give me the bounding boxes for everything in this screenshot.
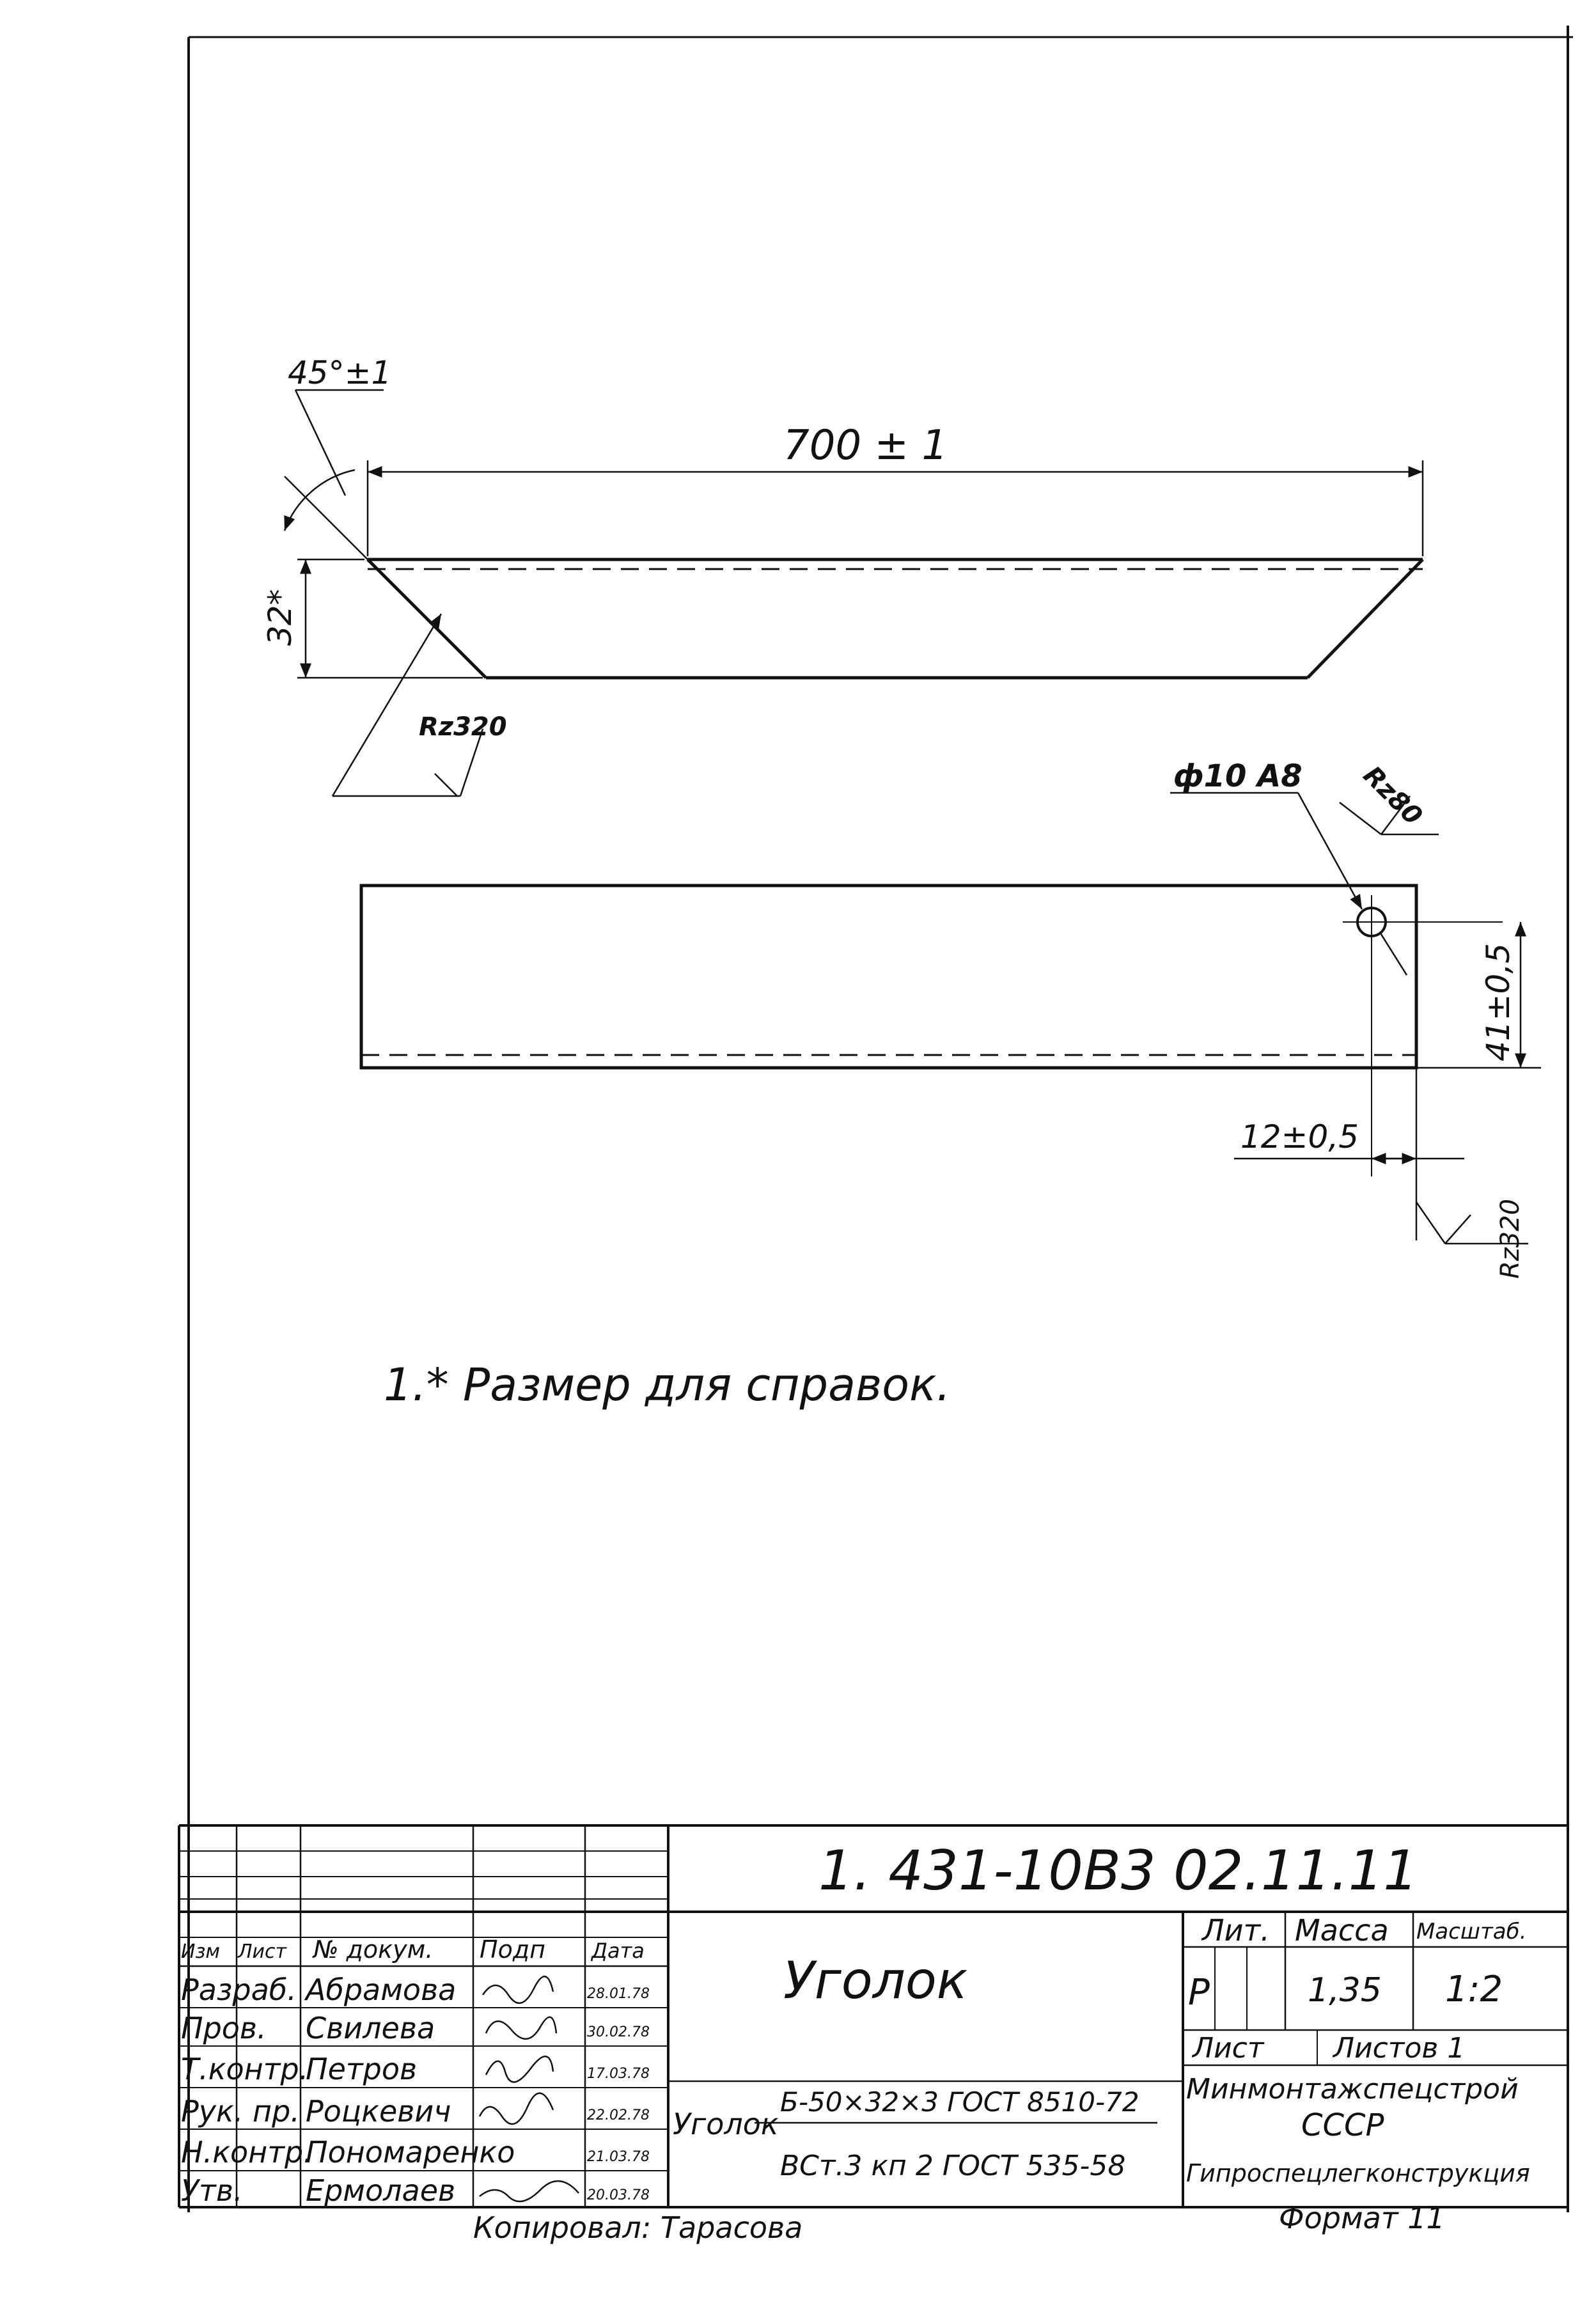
material-label: Уголок: [673, 2107, 779, 2141]
signature: [479, 2180, 579, 2203]
signature: [481, 1976, 554, 2004]
staff-date: 30.02.78: [587, 2024, 650, 2040]
length-dimension: 700 ± 1: [783, 422, 948, 469]
org-line-2: СССР: [1301, 2107, 1384, 2143]
staff-name: Ермолаев: [306, 2173, 455, 2208]
header-list: Лист: [237, 1941, 288, 1963]
mass-value: 1,35: [1308, 1971, 1382, 2010]
signature: [478, 2092, 554, 2125]
staff-name: Петров: [306, 2052, 417, 2086]
staff-role: Н.контр.: [181, 2135, 313, 2169]
angle-dimension: 45°±1: [288, 354, 391, 391]
format-label: Формат 11: [1279, 2201, 1445, 2235]
part-name: Уголок: [783, 1951, 967, 2010]
document-designation: 1. 431-10В3 02.11.11: [818, 1839, 1418, 1903]
roughness-side: Rz320: [419, 712, 507, 742]
staff-role: Т.контр.: [181, 2052, 308, 2086]
roughness-end: Rz320: [1496, 1199, 1525, 1279]
staff-row: Рук. пр. Роцкевич 22.02.78: [181, 2092, 650, 2129]
hole-dimension: ф10 А8: [1173, 758, 1303, 794]
signature: [485, 2055, 554, 2083]
staff-row: Разраб. Абрамова 28.01.78: [181, 1973, 650, 2007]
staff-role: Утв.: [181, 2173, 243, 2208]
copied-by: Копировал: Тарасова: [473, 2210, 802, 2245]
staff-name: Абрамова: [304, 1973, 456, 2007]
staff-date: 17.03.78: [587, 2066, 650, 2082]
hole-vertical-dimension: 41±0,5: [1480, 943, 1517, 1061]
scale-value: 1:2: [1445, 1969, 1503, 2010]
profile-view: [283, 389, 1424, 797]
scale-label: Масштаб.: [1416, 1919, 1526, 1944]
roughness-hole: Rz80: [1357, 761, 1428, 831]
staff-row: Т.контр. Петров 17.03.78: [181, 2052, 650, 2086]
height-dimension: 32*: [262, 589, 299, 646]
staff-date: 22.02.78: [587, 2107, 650, 2123]
header-sign: Подп: [480, 1935, 545, 1964]
frame: [187, 26, 1573, 2212]
title-block-grid: [178, 1824, 1568, 2208]
staff-role: Разраб.: [181, 1973, 297, 2007]
header-doc: № докум.: [312, 1935, 433, 1964]
staff-date: 20.03.78: [587, 2187, 650, 2203]
material-bottom: ВСт.3 кп 2 ГОСТ 535-58: [780, 2150, 1125, 2182]
mass-label: Масса: [1295, 1913, 1389, 1948]
staff-row: Пров. Свилева 30.02.78: [181, 2011, 650, 2045]
staff-row: Утв. Ермолаев 20.03.78: [181, 2173, 650, 2208]
sheets-label: Листов 1: [1332, 2032, 1465, 2065]
lit-value: Р: [1188, 1972, 1210, 2013]
signature: [485, 2016, 558, 2040]
staff-role: Пров.: [181, 2011, 267, 2045]
header-date: Дата: [590, 1939, 645, 1963]
staff-date: 21.03.78: [587, 2149, 650, 2165]
lit-label: Лит.: [1201, 1913, 1270, 1948]
org-line-3: Гипроспецлегконструкция: [1186, 2159, 1530, 2187]
staff-row: Н.контр. Пономаренко 21.03.78: [181, 2135, 650, 2169]
reference-note: 1.* Размер для справок.: [384, 1359, 951, 1411]
staff-name: Пономаренко: [306, 2135, 515, 2169]
material-top: Б-50×32×3 ГОСТ 8510-72: [780, 2086, 1139, 2118]
plate-view: [359, 792, 1541, 1245]
header-izm: Изм: [181, 1941, 220, 1963]
org-line-1: Минмонтажспецстрой: [1186, 2073, 1519, 2106]
staff-role: Рук. пр.: [181, 2094, 300, 2129]
hole-horizontal-dimension: 12±0,5: [1240, 1118, 1359, 1155]
staff-name: Свилева: [306, 2011, 435, 2045]
staff-date: 28.01.78: [587, 1986, 650, 2002]
staff-name: Роцкевич: [306, 2094, 451, 2129]
sheet-label: Лист: [1191, 2032, 1265, 2065]
